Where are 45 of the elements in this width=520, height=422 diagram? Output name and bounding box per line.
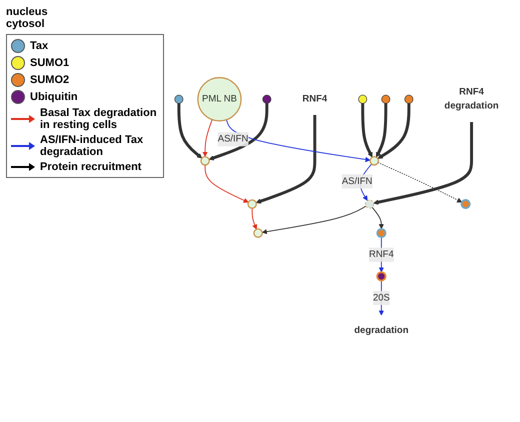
node-circle bbox=[404, 94, 414, 104]
arrow bbox=[361, 102, 373, 157]
node-circle bbox=[247, 198, 257, 208]
arrow bbox=[372, 206, 384, 229]
node-circle bbox=[376, 270, 386, 281]
node-circle bbox=[262, 94, 272, 104]
edge-label: AS/IFN bbox=[218, 133, 248, 144]
arrow bbox=[252, 207, 258, 229]
arrow bbox=[378, 102, 410, 158]
legend-label: Protein recruitment bbox=[40, 161, 142, 173]
node-circle bbox=[358, 94, 368, 104]
node-circle bbox=[370, 156, 379, 166]
arrow bbox=[376, 102, 388, 157]
region-label: nucleus bbox=[6, 6, 49, 18]
legend-label: AS/IFN-induced Tax degradation bbox=[40, 134, 144, 158]
node-circle bbox=[376, 228, 386, 238]
arrow bbox=[378, 280, 384, 316]
arrow bbox=[373, 121, 474, 204]
arrow bbox=[226, 118, 370, 162]
arrow bbox=[208, 102, 268, 160]
node-text: degradation bbox=[354, 325, 408, 336]
arrow bbox=[202, 118, 213, 156]
legend-label: Ubiquitin bbox=[30, 91, 78, 103]
legend-label: Basal Tax degradation in resting cells bbox=[40, 107, 158, 131]
node-circle bbox=[253, 228, 263, 238]
arrow bbox=[262, 205, 366, 234]
edge-label: AS/IFN bbox=[342, 176, 372, 186]
node-circle bbox=[460, 198, 471, 209]
node-circle bbox=[200, 156, 210, 166]
node-circle: PML NB bbox=[197, 76, 242, 121]
arrow bbox=[177, 102, 202, 158]
node-text: RNF4 degradation bbox=[444, 86, 499, 111]
node-circle bbox=[174, 94, 184, 104]
legend-label: SUMO1 bbox=[30, 57, 70, 69]
edge-label: RNF4 bbox=[368, 248, 394, 259]
legend-label: Tax bbox=[30, 40, 48, 52]
node-text: RNF4 bbox=[302, 93, 328, 104]
edge-label: 20S bbox=[372, 292, 390, 302]
arrow bbox=[256, 114, 316, 204]
legend-label: SUMO2 bbox=[30, 74, 70, 86]
node-circle bbox=[381, 94, 390, 104]
node-circle bbox=[365, 199, 374, 208]
arrow bbox=[378, 162, 462, 202]
region-label: cytosol bbox=[6, 18, 46, 30]
arrow bbox=[204, 164, 249, 202]
